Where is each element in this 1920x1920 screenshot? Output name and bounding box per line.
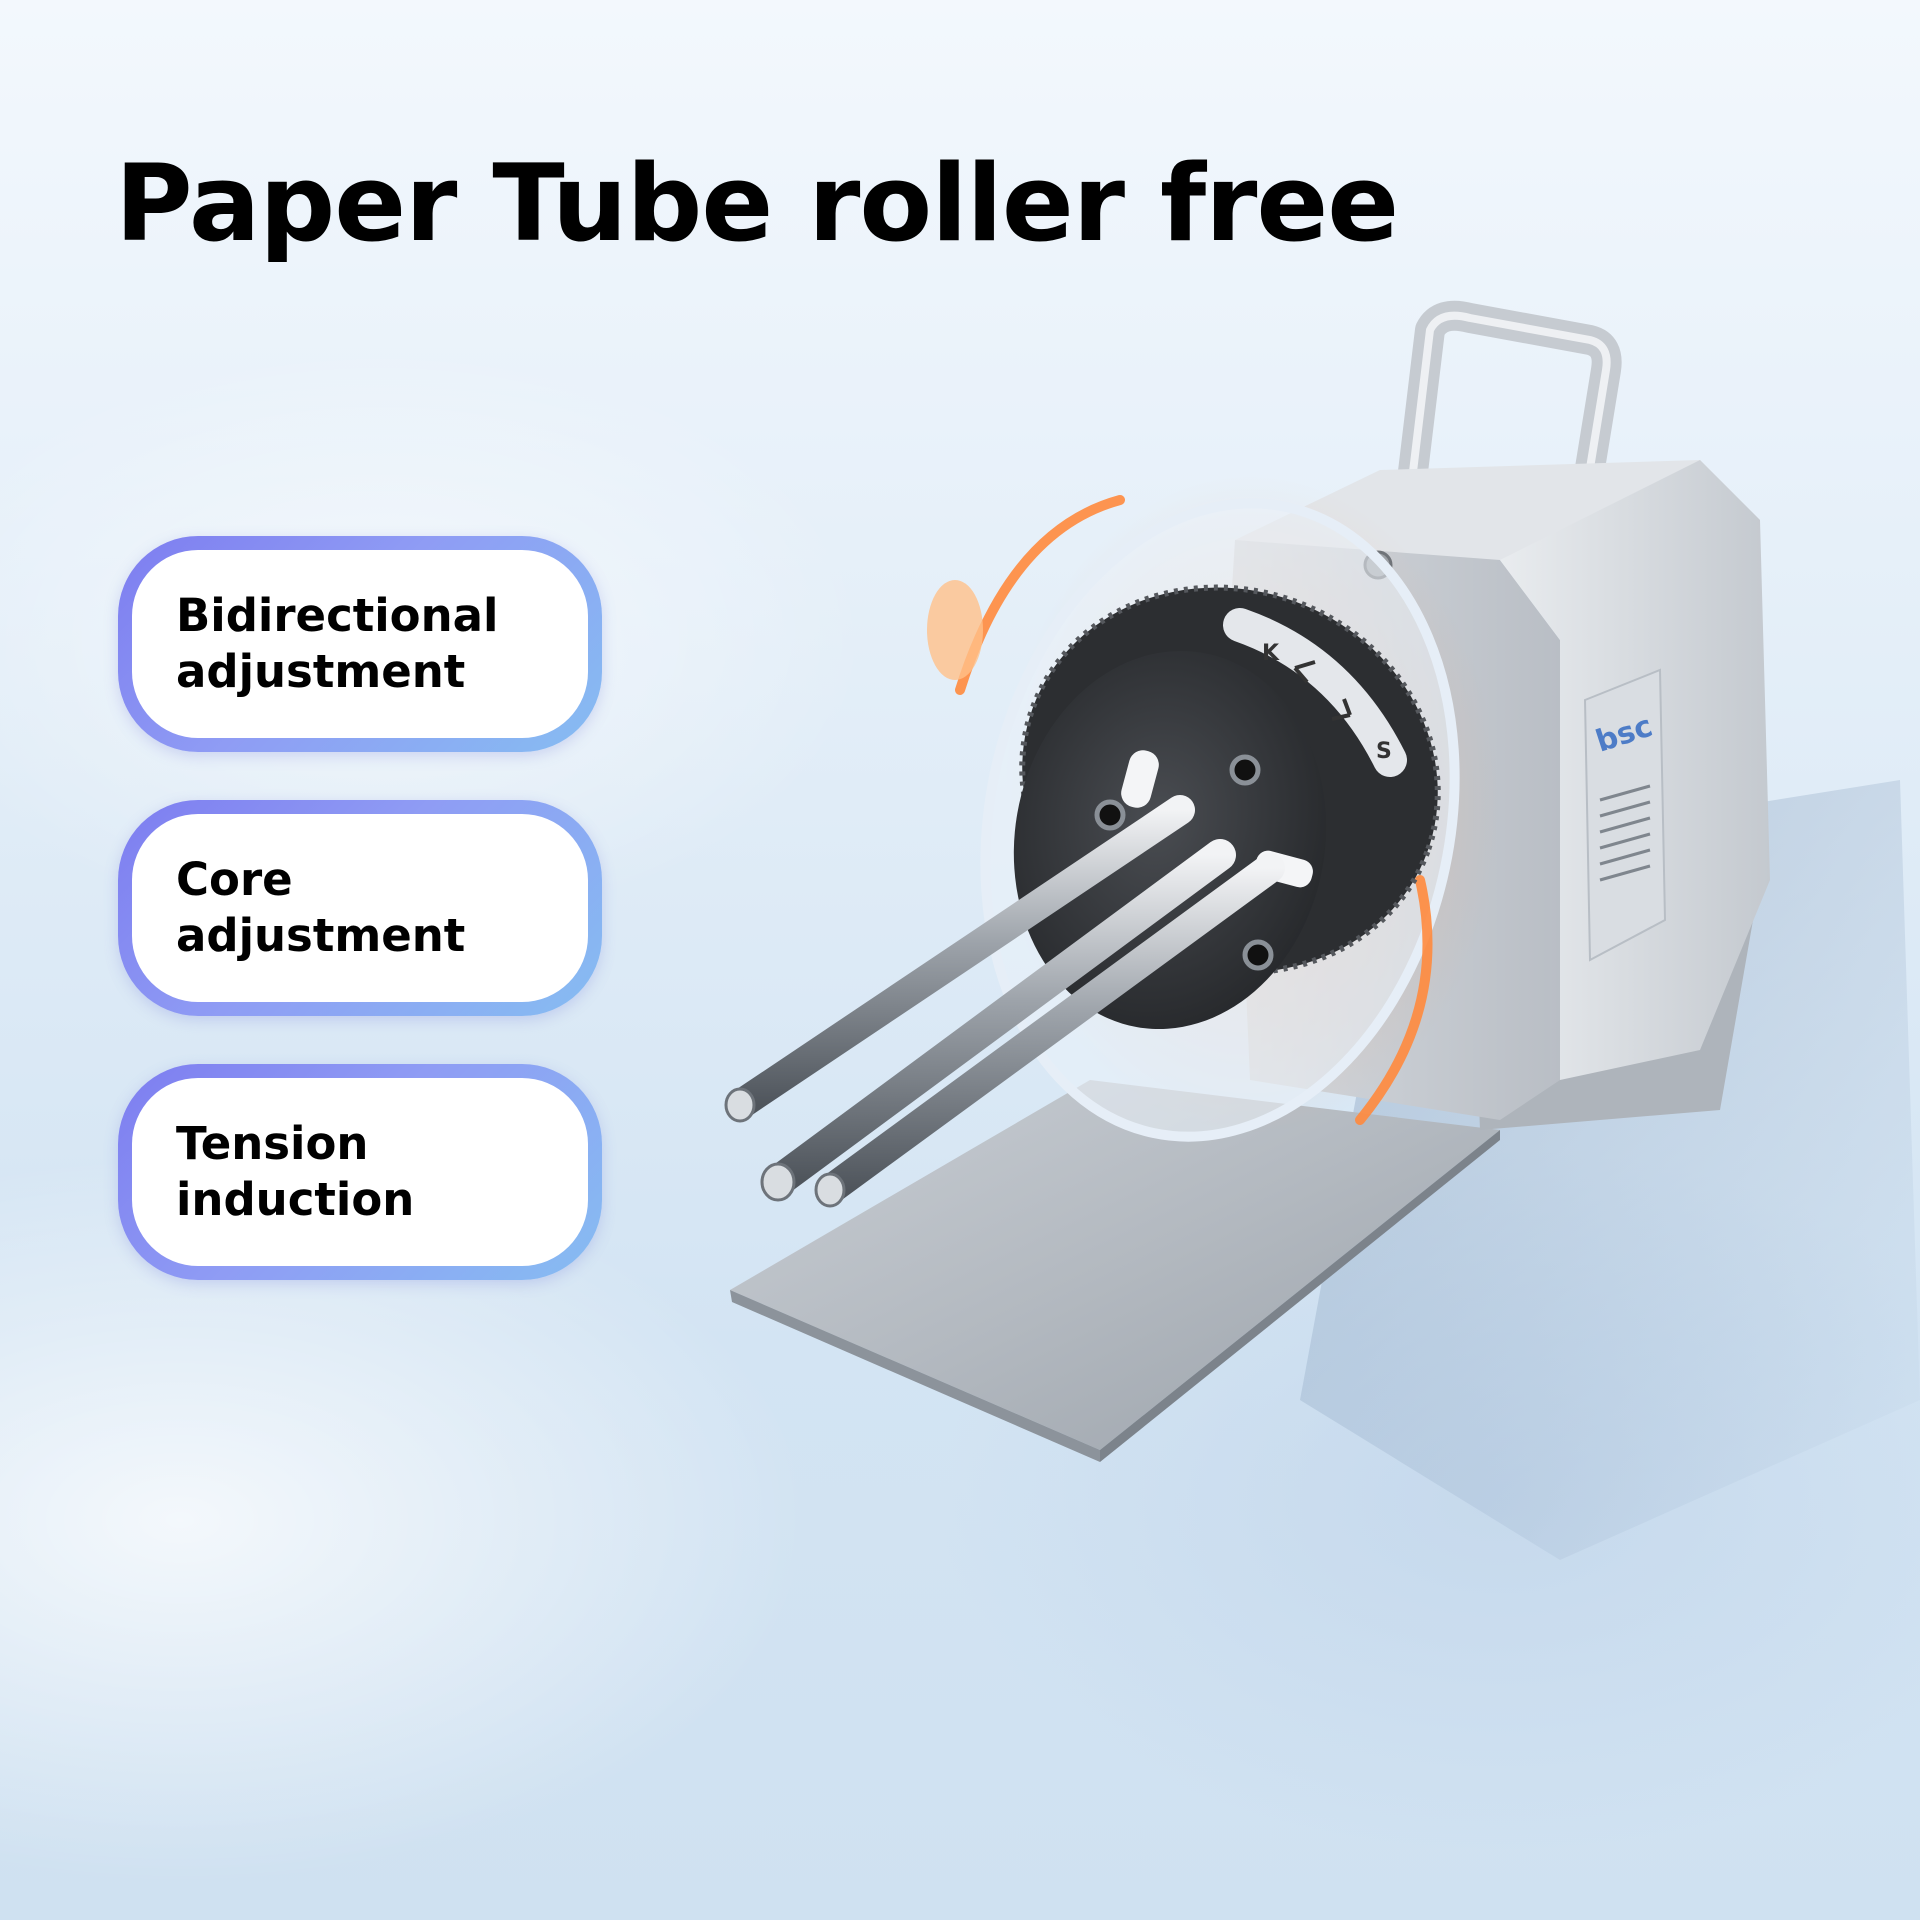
- arrow-left-icon: [1293, 660, 1316, 684]
- arrow-right-icon: [1331, 698, 1352, 721]
- feature-pill-core: Core adjustment: [118, 800, 602, 1016]
- core-rods: [724, 795, 1285, 1208]
- spec-label: [1583, 668, 1667, 962]
- base-plate-edge: [730, 1290, 1100, 1462]
- rod-lower-left: [764, 839, 1236, 1196]
- feature-label: Core adjustment: [176, 852, 466, 962]
- dial-mark-k: K: [1262, 641, 1280, 666]
- dial-mark-s: S: [1376, 739, 1392, 764]
- rod-upper: [725, 795, 1195, 1120]
- label-lines: [1599, 784, 1651, 882]
- base-plate-edge: [1100, 1130, 1500, 1462]
- feature-pill-inner: Tension induction: [132, 1078, 588, 1266]
- feature-pill-inner: Core adjustment: [132, 814, 588, 1002]
- feature-pill-inner: Bidirectional adjustment: [132, 550, 588, 738]
- glow-arc: [1355, 875, 1433, 1125]
- headline: Paper Tube roller free: [115, 142, 1399, 265]
- feature-label: Bidirectional adjustment: [176, 588, 499, 698]
- slot-top: [1121, 750, 1159, 808]
- feature-pill-bidirectional: Bidirectional adjustment: [118, 536, 602, 752]
- hub-hole: [1242, 939, 1274, 971]
- feature-pill-tension: Tension induction: [118, 1064, 602, 1280]
- hub-hole: [1229, 754, 1261, 786]
- rod-lower-right: [815, 853, 1285, 1205]
- dial-scale-strip: [1223, 608, 1407, 777]
- feature-label: Tension induction: [176, 1116, 415, 1226]
- base-plate: [730, 1080, 1500, 1450]
- dial-knurl: [1019, 584, 1441, 976]
- carry-handle-highlight: [1396, 311, 1611, 581]
- hub-hole: [1094, 799, 1126, 831]
- glow-spot: [927, 580, 983, 680]
